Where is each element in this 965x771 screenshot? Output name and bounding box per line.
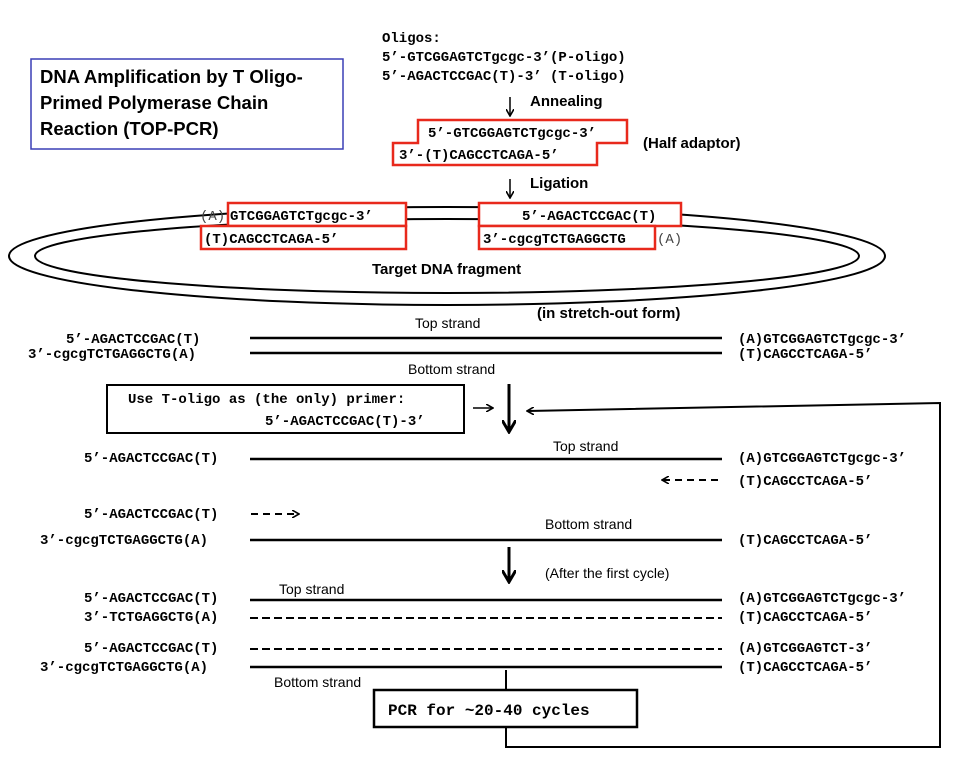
outer-strand (8, 206, 886, 306)
stretch-left-bottom: 3’-cgcgTCTGAGGCTG(A) (28, 347, 196, 363)
cycle1-bottom-strand-label: Bottom strand (545, 516, 632, 532)
cycle1-bottom-left: 3’-cgcgTCTGAGGCTG(A) (40, 533, 208, 549)
cycle1-top-strand-label: Top strand (553, 438, 618, 454)
right-a-overhang: (A) (657, 232, 682, 248)
right-adaptor-top: 5’-AGACTCCGAC(T) (522, 209, 656, 225)
left-a-overhang: (A) (200, 209, 225, 225)
ligation-label: Ligation (530, 175, 588, 192)
left-adaptor-top: GTCGGAGTCTgcgc-3’ (230, 209, 373, 225)
primer-box: Use T-oligo as (the only) primer: 5’-AGA… (106, 384, 465, 434)
title-line-1: DNA Amplification by T Oligo- (40, 66, 303, 87)
after-first-cycle-label: (After the first cycle) (545, 565, 669, 581)
half-adaptor-border (391, 118, 629, 167)
products-bottom-strand-label: Bottom strand (274, 674, 361, 690)
product4-right: (T)CAGCCTCAGA-5’ (738, 660, 872, 676)
cycle1-top-right: (A)GTCGGAGTCTgcgc-3’ (738, 451, 906, 467)
title-line-2: Primed Polymerase Chain (40, 92, 268, 113)
target-dna-label: Target DNA fragment (372, 261, 521, 278)
right-adaptor-bottom-box (477, 224, 657, 251)
cycle1-new-top: 5’-AGACTCCGAC(T) (84, 507, 218, 523)
primer-instruction: Use T-oligo as (the only) primer: (128, 392, 405, 408)
stretch-out-duplex: Top strand 5’-AGACTCCGAC(T) (A)GTCGGAGTC… (28, 315, 906, 377)
title-box: DNA Amplification by T Oligo- Primed Pol… (30, 58, 344, 150)
product1-left: 5’-AGACTCCGAC(T) (84, 591, 218, 607)
product2-left: 3’-TCTGAGGCTG(A) (84, 610, 218, 626)
cycle1-new-bottom: (T)CAGCCTCAGA-5’ (738, 474, 872, 490)
pcr-cycles-label: PCR for ~20-40 cycles (388, 702, 590, 720)
left-adaptor-bottom-box (199, 224, 408, 251)
title-border (30, 58, 344, 150)
stretch-top-strand-label: Top strand (415, 315, 480, 331)
half-adaptor-bottom: 3’-(T)CAGCCTCAGA-5’ (399, 148, 559, 164)
primer-sequence: 5’-AGACTCCGAC(T)-3’ (265, 414, 425, 430)
first-cycle-products: Top strand 5’-AGACTCCGAC(T) (A)GTCGGAGTC… (40, 581, 906, 690)
first-cycle: Top strand 5’-AGACTCCGAC(T) (A)GTCGGAGTC… (40, 438, 906, 549)
products-top-strand-label: Top strand (279, 581, 344, 597)
annealing-label: Annealing (530, 93, 603, 110)
half-adaptor-label: (Half adaptor) (643, 135, 741, 152)
oligos-block: Oligos: 5’-GTCGGAGTCTgcgc-3’(P-oligo) 5’… (382, 31, 626, 85)
stretch-right-top: (A)GTCGGAGTCTgcgc-3’ (738, 332, 906, 348)
pcr-box-border (372, 688, 639, 729)
cycle1-top-left: 5’-AGACTCCGAC(T) (84, 451, 218, 467)
product4-left: 3’-cgcgTCTGAGGCTG(A) (40, 660, 208, 676)
stretch-bottom-strand-label: Bottom strand (408, 361, 495, 377)
left-adaptor-bottom: (T)CAGCCTCAGA-5’ (204, 232, 338, 248)
primer-box-border (106, 384, 465, 434)
right-adaptor-bottom: 3’-cgcgTCTGAGGCTG (483, 232, 626, 248)
stretch-right-bottom: (T)CAGCCTCAGA-5’ (738, 347, 872, 363)
product1-right: (A)GTCGGAGTCTgcgc-3’ (738, 591, 906, 607)
product3-right: (A)GTCGGAGTCT-3’ (738, 641, 872, 657)
oligos-header: Oligos: (382, 31, 441, 47)
half-adaptor-top: 5’-GTCGGAGTCTgcgc-3’ (428, 126, 596, 142)
inner-strand (34, 218, 860, 294)
p-oligo-sequence: 5’-GTCGGAGTCTgcgc-3’(P-oligo) (382, 50, 626, 66)
pcr-cycles-box: PCR for ~20-40 cycles (372, 670, 639, 729)
circular-dna: (A) GTCGGAGTCTgcgc-3’ (T)CAGCCTCAGA-5’ 5… (8, 201, 886, 306)
half-adaptor: 5’-GTCGGAGTCTgcgc-3’ 3’-(T)CAGCCTCAGA-5’… (391, 118, 741, 167)
cycle1-bottom-right: (T)CAGCCTCAGA-5’ (738, 533, 872, 549)
title-line-3: Reaction (TOP-PCR) (40, 118, 219, 139)
stretch-out-label: (in stretch-out form) (537, 305, 680, 322)
stretch-left-top: 5’-AGACTCCGAC(T) (66, 332, 200, 348)
t-oligo-sequence: 5’-AGACTCCGAC(T)-3’ (T-oligo) (382, 69, 626, 85)
product2-right: (T)CAGCCTCAGA-5’ (738, 610, 872, 626)
product3-left: 5’-AGACTCCGAC(T) (84, 641, 218, 657)
